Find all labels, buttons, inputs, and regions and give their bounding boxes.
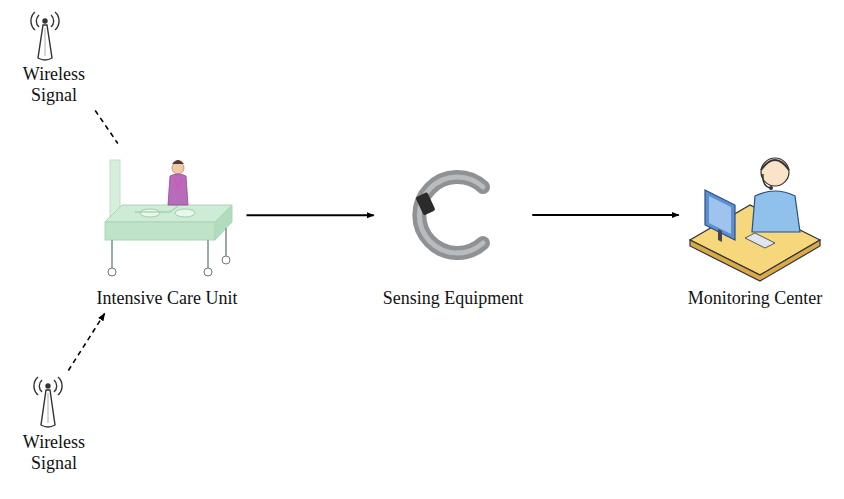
icon-spacer — [403, 170, 503, 260]
icon-spacer — [34, 12, 74, 62]
icon-labeled-node: Intensive Care Unit — [91, 146, 244, 311]
antenna-icon — [31, 12, 59, 60]
arrow-connector — [246, 214, 373, 216]
icon-labeled-node: Monitoring Center — [682, 148, 828, 311]
icon-spacer — [97, 148, 237, 283]
arrow-connector — [532, 214, 679, 216]
node-label: Sensing Equipment — [383, 288, 524, 309]
node-label: Monitoring Center — [688, 288, 822, 309]
icon-labeled-node: Wireless Signal — [3, 10, 105, 108]
icon-labeled-node: Sensing Equipment — [377, 168, 530, 311]
node-label: Wireless Signal — [9, 64, 99, 106]
node-label: Wireless Signal — [9, 432, 99, 474]
arrow-connector — [95, 110, 118, 143]
icon-labeled-node: Wireless Signal — [3, 373, 105, 476]
arrow-connector — [68, 314, 104, 371]
icon-spacer — [34, 375, 74, 430]
monitoring-center-icon — [690, 158, 820, 281]
icu-bed-illustration — [105, 160, 232, 276]
antenna-icon — [34, 377, 62, 427]
wristband-sensor-icon — [415, 177, 483, 253]
node-label: Intensive Care Unit — [97, 288, 238, 309]
icon-spacer — [690, 150, 820, 280]
